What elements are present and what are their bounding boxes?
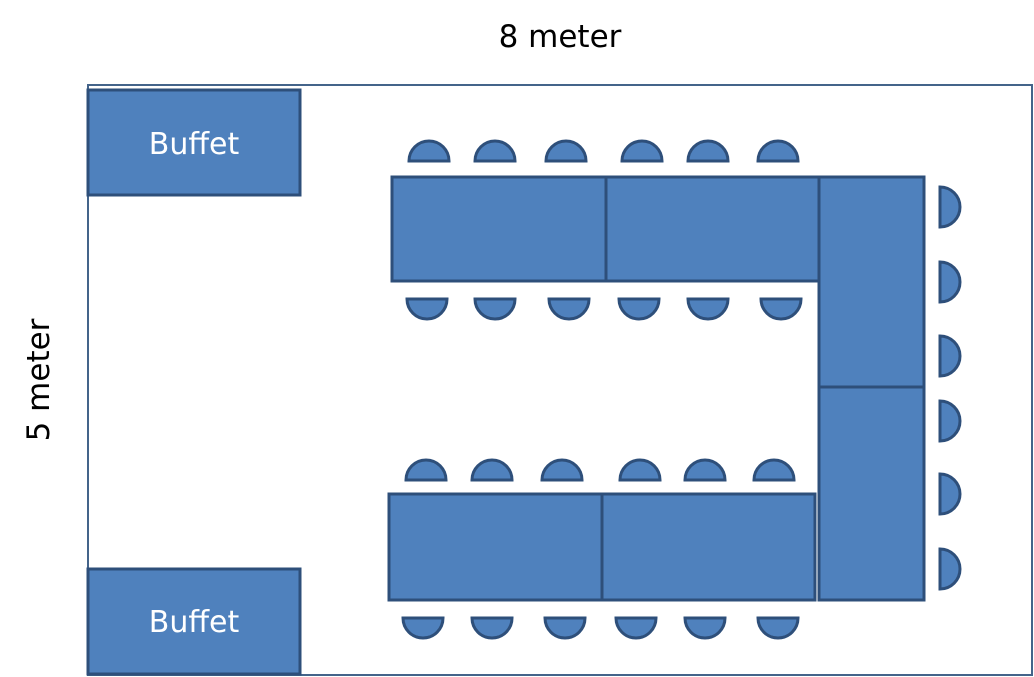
chair [938,472,962,516]
chair [404,458,448,482]
chair [473,297,517,321]
chair [686,297,730,321]
chair [938,185,962,229]
chair [683,458,727,482]
chair [470,458,514,482]
room-outline [87,84,1033,676]
table-top-2 [604,175,821,283]
chair [938,260,962,304]
buffet-label: Buffet [149,127,240,162]
chair [686,139,730,163]
chair [756,139,800,163]
width-label: 8 meter [499,19,622,55]
chair [617,297,661,321]
height-label: 5 meter [21,318,57,441]
table-bottom-1 [387,492,604,602]
buffet-table [86,88,302,197]
table-bottom-2 [600,492,817,602]
chair [543,616,587,640]
chair [759,297,803,321]
chair [401,616,445,640]
chair [938,334,962,378]
chair [618,458,662,482]
table-side-1 [817,175,926,389]
chair [683,616,727,640]
buffet-top: Buffet [86,88,302,197]
chairs [401,139,962,640]
buffet-label: Buffet [149,605,240,640]
chair [540,458,584,482]
table-top-1 [390,175,608,283]
buffet-bottom: Buffet [86,567,302,676]
chair [756,616,800,640]
chair [470,616,514,640]
chair [752,458,796,482]
chair [473,139,517,163]
buffet-table [86,567,302,676]
chair [544,139,588,163]
chair [614,616,658,640]
chair [938,547,962,591]
chair [938,399,962,443]
table-side-2 [817,385,926,602]
chair [547,297,591,321]
chair [620,139,664,163]
chair [405,297,449,321]
chair [407,139,451,163]
